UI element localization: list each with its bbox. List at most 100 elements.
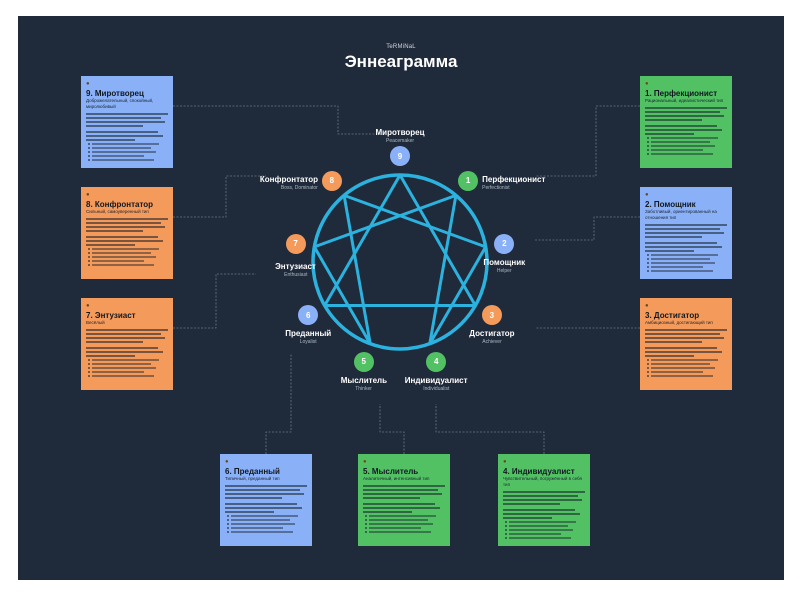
text-line (645, 347, 718, 349)
card-text-block (86, 113, 168, 161)
text-line (645, 232, 724, 234)
bullet-line (646, 359, 719, 361)
enneagram-hexad (312, 193, 488, 346)
text-line (86, 131, 159, 133)
type-node-8[interactable]: 8 (321, 170, 342, 191)
enneagram-triangle (323, 173, 477, 307)
bullet-line (87, 143, 160, 145)
card-text-block (645, 107, 727, 155)
bullet-line (646, 149, 704, 151)
card-subtitle: Доброжелательный, спокойный, миролюбивый (86, 98, 154, 109)
bullet-line (646, 153, 714, 155)
card-title: 3. Достигатор (645, 311, 700, 320)
text-line (86, 222, 162, 224)
type-node-1[interactable]: 1 (458, 170, 479, 191)
type-node-5[interactable]: 5 (353, 351, 374, 372)
text-line (225, 503, 298, 505)
text-line (645, 115, 724, 117)
card-title: 2. Помощник (645, 200, 696, 209)
text-line (503, 513, 581, 515)
card-subtitle: Чувствительный, погружённый в себя тип (503, 476, 582, 487)
card-text-block (645, 329, 727, 377)
type-node-4[interactable]: 4 (426, 351, 447, 372)
connector-line (534, 216, 640, 241)
type-english-1: Perfectionist (482, 184, 510, 191)
text-line (645, 133, 695, 135)
bullet-line (364, 527, 422, 529)
brand-label: TeRMiNaL (386, 44, 416, 50)
text-line (86, 113, 168, 115)
type-english-4: Individualist (423, 385, 450, 392)
type-english-5: Thinker (355, 385, 372, 392)
text-line (645, 242, 718, 244)
text-line (645, 337, 724, 339)
text-line (503, 499, 582, 501)
type-english-9: Peacemaker (386, 138, 415, 144)
card-text-block (86, 218, 168, 266)
card-subtitle: Типичный, преданный тип (225, 476, 280, 481)
connector-line (173, 273, 256, 329)
lightbulb-icon: ● (645, 303, 649, 309)
connector-line (173, 175, 266, 218)
type-name-4: Индивидуалист (404, 375, 468, 385)
card-title: 5. Мыслитель (363, 467, 419, 476)
type-node-2[interactable]: 2 (494, 233, 515, 254)
type-node-7[interactable]: 7 (285, 233, 306, 254)
bullet-line (87, 159, 155, 161)
page-title: Эннеаграмма (344, 52, 458, 71)
card-title: 9. Миротворец (86, 89, 144, 98)
text-line (363, 493, 442, 495)
lightbulb-icon: ● (645, 192, 649, 198)
bullet-line (646, 371, 704, 373)
text-line (645, 224, 727, 226)
bullet-line (87, 260, 145, 262)
type-node-3[interactable]: 3 (481, 305, 502, 325)
bullet-line (87, 264, 155, 266)
type-name-2: Помощник (483, 257, 526, 267)
text-line (645, 125, 718, 127)
card-text-block (645, 224, 727, 272)
enneagram-circle (311, 173, 489, 351)
bullet-line (226, 527, 284, 529)
type-english-7: Enthusiast (284, 271, 308, 278)
text-line (86, 135, 164, 137)
type-name-5: Мыслитель (340, 375, 388, 385)
bullet-line (647, 367, 715, 369)
card-title: 7. Энтузиаст (86, 311, 136, 320)
type-english-8: Boss, Dominator (280, 184, 318, 191)
bullet-line (504, 533, 562, 535)
type-node-9[interactable]: 9 (390, 146, 410, 166)
card-title: 6. Преданный (225, 467, 280, 476)
card-subtitle: Заботливый, ориентированный на отношения… (645, 209, 717, 220)
bullet-line (88, 151, 156, 153)
type-english-3: Achiever (482, 339, 502, 345)
bullet-line (88, 256, 156, 258)
bullet-line (226, 515, 299, 517)
type-name-3: Достигатор (469, 329, 515, 338)
type-node-6[interactable]: 6 (298, 305, 319, 325)
diagram-canvas (173, 105, 640, 454)
text-line (86, 121, 165, 123)
text-line (86, 244, 136, 246)
card-title: 8. Конфронтатор (86, 200, 154, 209)
card-text-block (363, 485, 445, 533)
bullet-line (646, 258, 711, 260)
text-line (645, 107, 727, 109)
type-name-7: Энтузиаст (275, 261, 316, 271)
bullet-line (647, 145, 715, 147)
card-text-block (225, 485, 307, 533)
type-name-1: Перфекционист (482, 174, 546, 184)
text-line (225, 489, 301, 491)
lightbulb-icon: ● (503, 459, 507, 465)
text-line (645, 351, 723, 353)
type-name-6: Преданный (285, 329, 332, 338)
